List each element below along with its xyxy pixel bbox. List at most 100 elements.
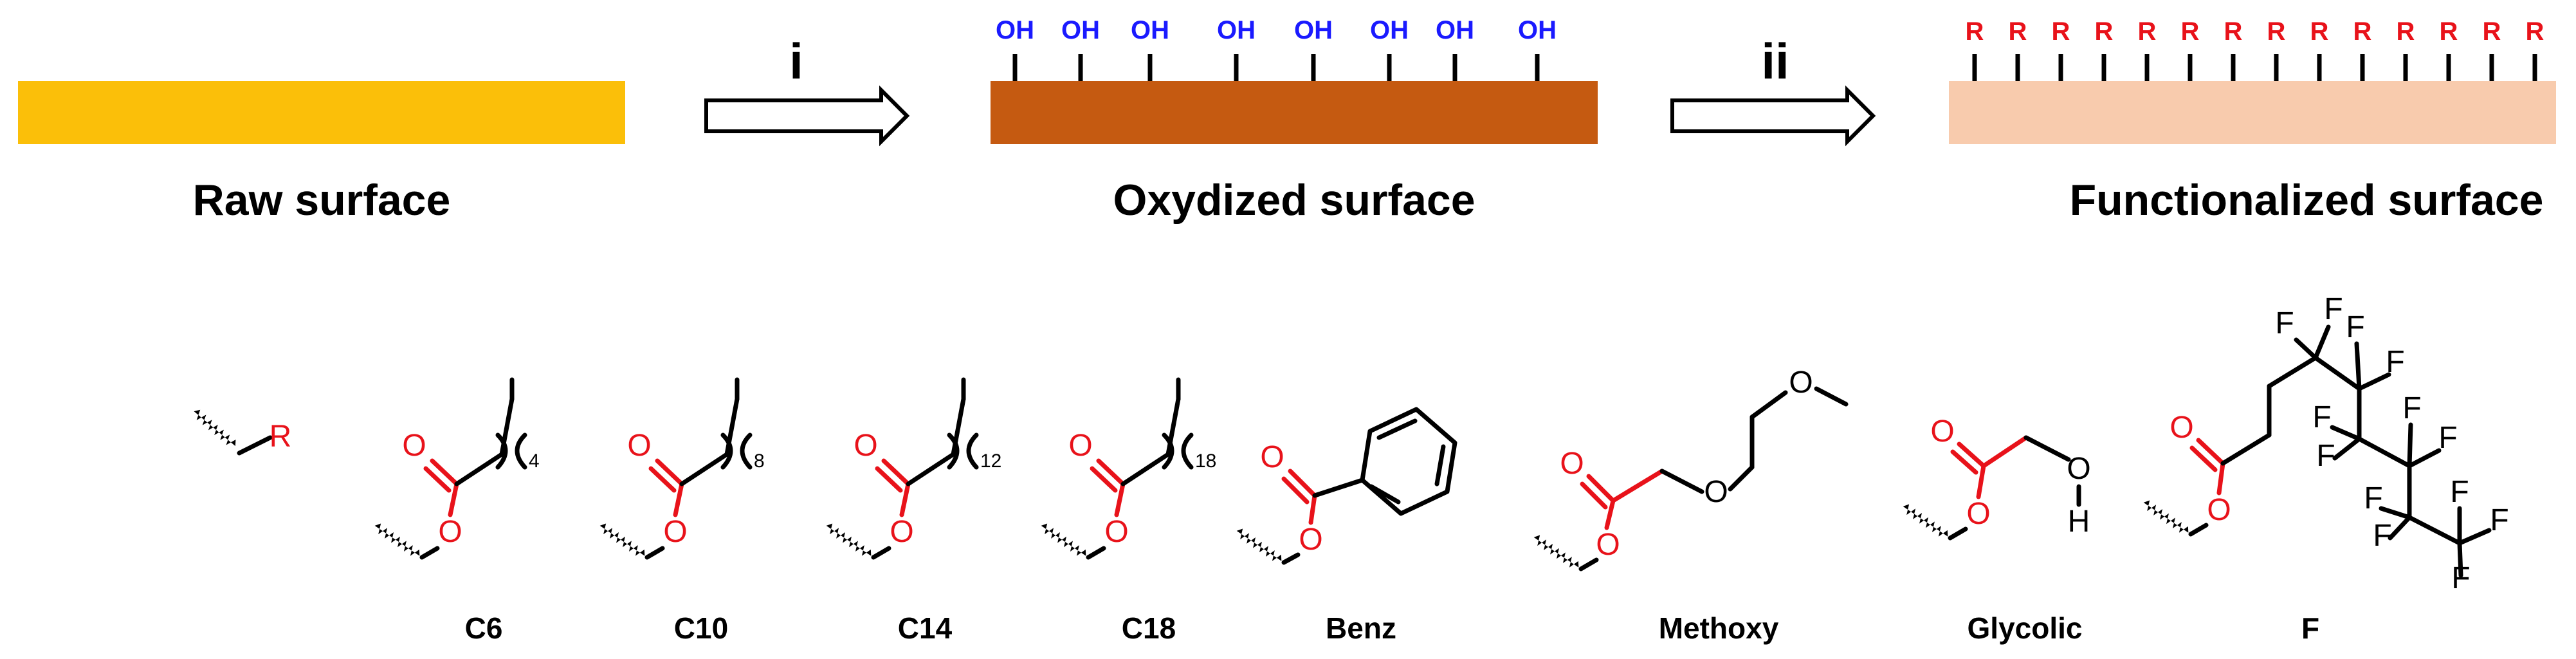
f-oxygen-ester: O [2207, 493, 2231, 527]
functionalized-surface-bar [1949, 81, 2556, 144]
benz-oxygen-carbonyl: O [1260, 440, 1284, 474]
hydroxyl-label: OH [1436, 16, 1474, 44]
repeat-bracket-open [495, 432, 508, 470]
glycolic-oxygen-hydroxyl: O [2067, 452, 2090, 486]
glycolic-oxygen-ester: O [1966, 497, 1990, 531]
functional-group-label: R [2181, 17, 2200, 46]
fluorine-atom: F [2316, 439, 2335, 473]
fluorine-atom: F [2490, 503, 2508, 537]
functional-group-label: R [2440, 17, 2458, 46]
functional-group-label: R [1966, 17, 1984, 46]
methoxy-oxygen-carbonyl: O [1560, 447, 1584, 481]
hydroxyl-label: OH [1131, 16, 1169, 44]
hydroxyl-label: OH [1061, 16, 1100, 44]
methoxy-oxygen-ether2: O [1789, 366, 1813, 400]
repeat-bracket-open [947, 432, 960, 470]
methoxy-oxygen-ether1: O [1704, 475, 1728, 509]
repeat-count: 8 [754, 450, 765, 472]
step-arrow-ii: ii [1670, 33, 1876, 147]
fluorine-atom: F [2312, 400, 2331, 434]
molecule-c10: O O 8 [597, 377, 765, 561]
fluorine-atom: F [2451, 561, 2470, 595]
hydroxyl-label: OH [1518, 16, 1557, 44]
functional-group-label: R [2224, 17, 2243, 46]
molecule-label-c10: C10 [674, 611, 728, 645]
generic-r-structure: R [190, 407, 292, 456]
ester-oxygen: O [663, 515, 687, 549]
hydroxyl-label: OH [996, 16, 1034, 44]
molecule-label-f: F [2301, 611, 2319, 645]
fluorine-atom: F [2438, 421, 2457, 455]
fluorine-atom: F [2346, 310, 2364, 344]
repeat-bracket-close [1181, 432, 1194, 470]
benz-oxygen-ester: O [1299, 523, 1322, 557]
carbonyl-oxygen: O [854, 429, 877, 463]
fluorine-atom: F [2324, 292, 2343, 326]
carbonyl-oxygen: O [402, 429, 426, 463]
functional-group-label: R [2353, 17, 2372, 46]
repeat-bracket-open [720, 432, 733, 470]
molecule-c14: O O 12 [823, 377, 1001, 561]
fluorine-atom: F [2450, 475, 2469, 509]
surface-attachment-icon [823, 521, 874, 561]
step-label-i: i [789, 33, 803, 89]
functional-group-label: R [2310, 17, 2329, 46]
glycolic-hydrogen: H [2068, 505, 2090, 539]
molecule-label-methoxy: Methoxy [1659, 611, 1779, 645]
repeat-bracket-close [515, 432, 527, 470]
functional-group-label: R [2095, 17, 2114, 46]
molecule-c18: O O 18 [1038, 377, 1216, 561]
functional-group-label: R [2009, 17, 2027, 46]
glycolic-oxygen-carbonyl: O [1930, 414, 1954, 449]
molecule-c6: O O 4 [372, 377, 540, 561]
r-substituent-label: R [269, 420, 292, 454]
molecule-label-c18: C18 [1122, 611, 1176, 645]
raw-surface-bar [18, 81, 625, 144]
oxidized-surface-bar [991, 81, 1598, 144]
ester-oxygen: O [890, 515, 913, 549]
fluorine-atom: F [2275, 306, 2294, 340]
repeat-count: 18 [1195, 450, 1216, 472]
fluorine-atom: F [2373, 519, 2391, 553]
hydroxyl-label: OH [1217, 16, 1256, 44]
molecule-labels: C6 C10 C14 C18 Benz Methoxy Glycolic F [465, 611, 2319, 645]
raw-surface-label: Raw surface [193, 176, 451, 225]
molecule-methoxy: O O O O [1531, 366, 1849, 572]
repeat-bracket-close [966, 432, 979, 470]
molecule-label-c14: C14 [898, 611, 953, 645]
hydroxyl-label: OH [1370, 16, 1409, 44]
functional-group-label: R [2138, 17, 2157, 46]
molecule-label-glycolic: Glycolic [1968, 611, 2083, 645]
fluorine-atom: F [2386, 345, 2404, 379]
hydroxyl-label: OH [1294, 16, 1333, 44]
functional-group-label: R [2483, 17, 2501, 46]
methoxy-oxygen-ester: O [1596, 528, 1620, 562]
functional-group-label: R [2397, 17, 2415, 46]
fluorine-atom: F [2364, 481, 2382, 515]
molecule-label-c6: C6 [465, 611, 503, 645]
molecule-glycolic: O O O H [1900, 414, 2091, 541]
oxidized-surface-label: Oxydized surface [1113, 176, 1475, 225]
carbonyl-oxygen: O [627, 429, 651, 463]
functional-group-label: R [2526, 17, 2544, 46]
functional-group-label: R [2267, 17, 2286, 46]
step-arrow-i: i [704, 33, 910, 147]
f-oxygen-carbonyl: O [2170, 411, 2193, 445]
carbonyl-oxygen: O [1068, 429, 1092, 463]
molecule-benz: O O [1234, 407, 1457, 566]
molecule-label-benz: Benz [1326, 611, 1396, 645]
fluorine-atom: F [2402, 391, 2421, 425]
repeat-count: 4 [529, 450, 540, 472]
hydroxyl-groups: OH OH OH OH OH OH OH OH [996, 16, 1557, 81]
step-label-ii: ii [1761, 33, 1789, 89]
ester-oxygen: O [1104, 515, 1128, 549]
ester-oxygen: O [438, 515, 462, 549]
functional-group-label: R [2052, 17, 2070, 46]
repeat-count: 12 [980, 450, 1001, 472]
functionalized-surface-label: Functionalized surface [2070, 176, 2544, 225]
